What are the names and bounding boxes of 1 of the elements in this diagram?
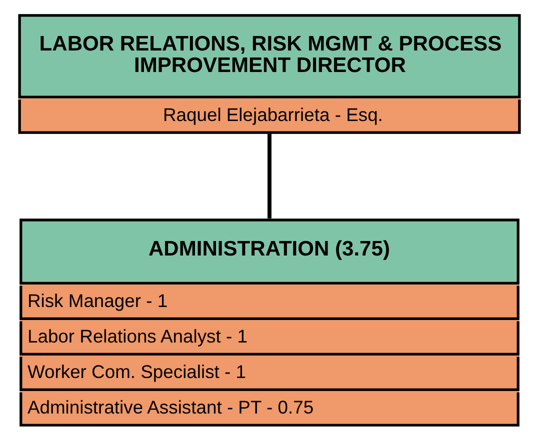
connector bbox=[267, 134, 271, 218]
